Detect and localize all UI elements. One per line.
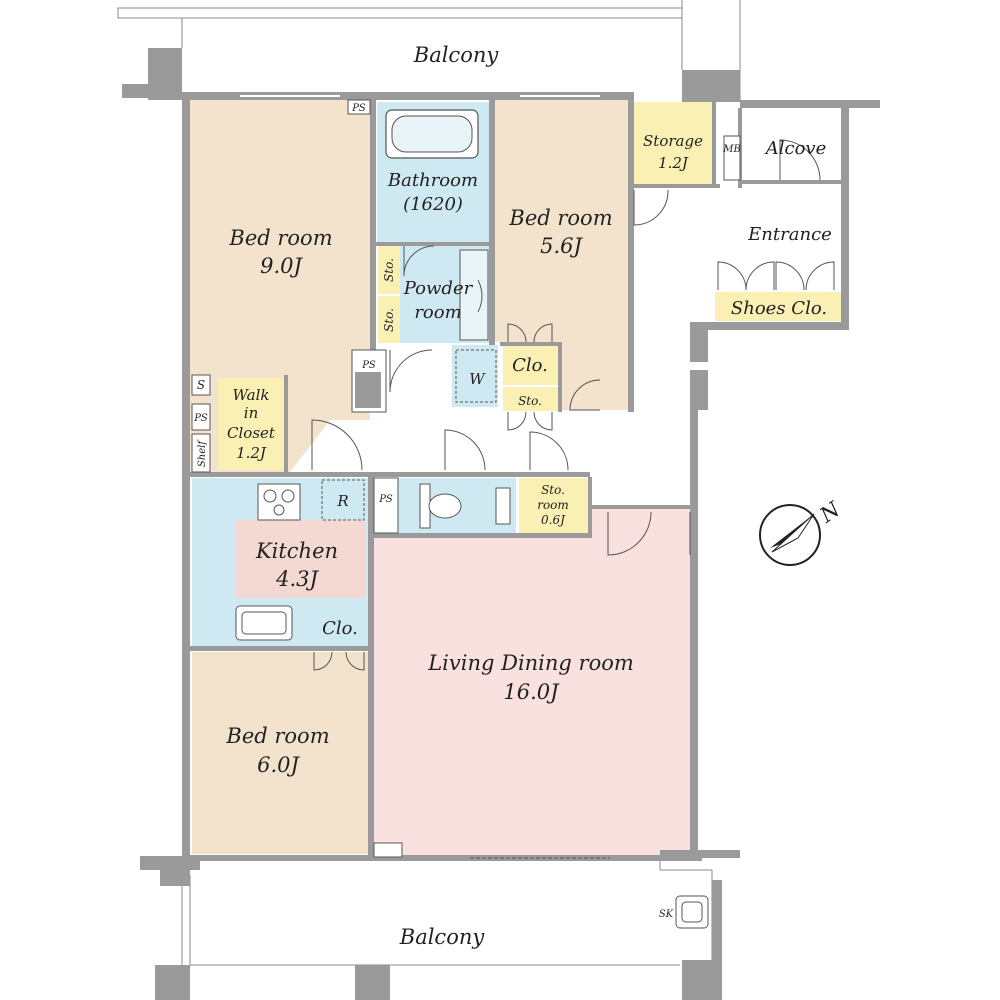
- living-floor: [374, 508, 690, 855]
- fixtures: [235, 109, 709, 929]
- ps-4-label: PS: [378, 494, 393, 505]
- storage-size: 1.2J: [658, 154, 689, 172]
- balcony-bottom-label: Balcony: [399, 925, 486, 949]
- storoom-floor: [519, 478, 589, 533]
- sto-3-floor: [503, 387, 558, 411]
- storoom-line2: room: [537, 498, 569, 512]
- clo-1-floor: [503, 345, 558, 385]
- kitchen-floor: [236, 520, 366, 598]
- bedroom-c-floor: [192, 652, 368, 854]
- alcove-label: Alcove: [764, 138, 827, 159]
- storoom-line3: 0.6J: [541, 513, 566, 527]
- mb-label: MB: [722, 144, 741, 155]
- bedroom-c-size: 6.0J: [257, 753, 300, 777]
- entrance-label: Entrance: [747, 224, 832, 245]
- clo-2-label: Clo.: [322, 618, 358, 639]
- bedroom-a-name: Bed room: [228, 226, 332, 250]
- sto-3-label: Sto.: [518, 394, 542, 408]
- powder-room-line1: Powder: [403, 278, 474, 299]
- walkin-line4: 1.2J: [236, 444, 267, 462]
- powder-room-line2: room: [414, 302, 461, 323]
- bathroom-name: Bathroom: [387, 170, 478, 191]
- ps-1-label: PS: [351, 103, 366, 114]
- walkin-line1: Walk: [233, 386, 270, 404]
- balcony-bottom: [181, 856, 713, 966]
- bedroom-a-fill-fix2: [290, 100, 370, 350]
- compass-icon: [759, 504, 821, 566]
- kitchen-name: Kitchen: [255, 539, 338, 563]
- sto-1-label: Sto.: [382, 258, 396, 282]
- walkin-floor: [218, 378, 284, 470]
- storoom-line1: Sto.: [541, 483, 565, 497]
- doors: [240, 95, 835, 859]
- sto-2-label: Sto.: [382, 308, 396, 332]
- storage-name: Storage: [643, 132, 703, 150]
- shoes-closet-label: Shoes Clo.: [731, 298, 827, 319]
- bedroom-b-floor: [495, 100, 628, 410]
- shelf-label: Shelf: [197, 439, 208, 467]
- bedroom-c-name: Bed room: [225, 724, 329, 748]
- walkin-line2: in: [244, 404, 258, 422]
- fridge-label: R: [336, 492, 348, 510]
- bedroom-a-size: 9.0J: [260, 254, 303, 278]
- s-label: S: [197, 378, 205, 392]
- ps-3-label: PS: [193, 413, 208, 424]
- walkin-line3: Closet: [227, 424, 276, 442]
- washer-label: W: [469, 370, 486, 388]
- kitchen-size: 4.3J: [275, 567, 319, 591]
- bathroom-size: (1620): [403, 194, 463, 215]
- walls: [122, 48, 880, 1000]
- storage-floor: [630, 102, 712, 184]
- ps-boxes: [191, 99, 741, 858]
- bedroom-b-name: Bed room: [508, 206, 612, 230]
- sto-2-floor: [378, 296, 400, 343]
- bedroom-b-size: 5.6J: [540, 234, 583, 258]
- sk-label: SK: [659, 909, 674, 920]
- living-size: 16.0J: [503, 680, 560, 704]
- clo-1-label: Clo.: [512, 355, 548, 376]
- washer-floor: [452, 345, 498, 407]
- living-name: Living Dining room: [427, 651, 634, 675]
- ps-2-label: PS: [361, 360, 376, 371]
- shoes-closet-floor: [715, 292, 841, 321]
- sto-1-floor: [378, 246, 400, 294]
- compass-n-label: N: [815, 497, 845, 528]
- balcony-top-label: Balcony: [413, 43, 500, 67]
